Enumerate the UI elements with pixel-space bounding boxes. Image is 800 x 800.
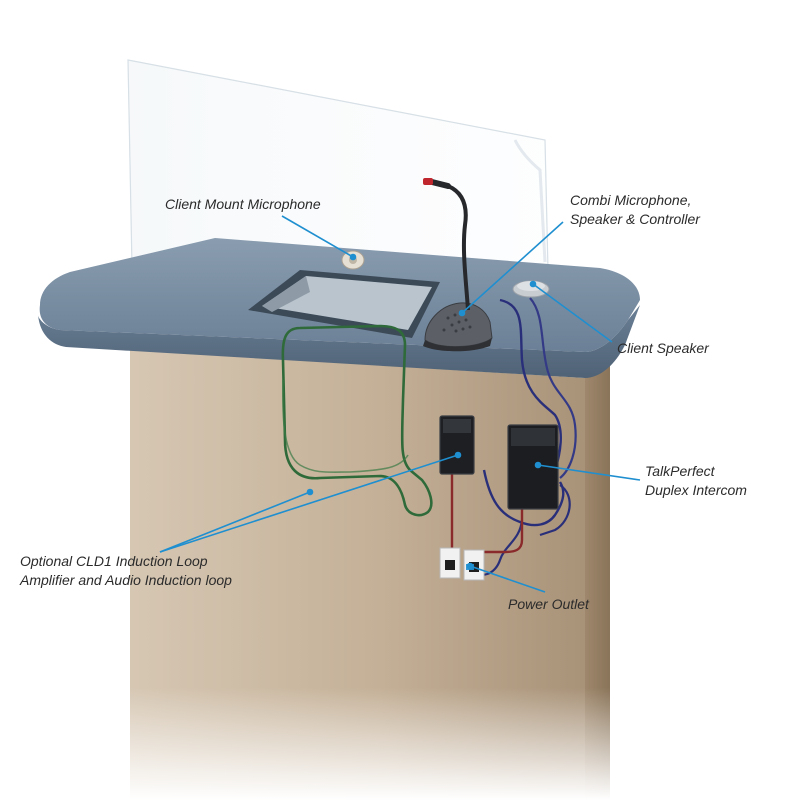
glass-screen-edge (513, 139, 547, 263)
combi-microphone-base (424, 302, 493, 348)
label-talkperfect-intercom: TalkPerfect Duplex Intercom (645, 462, 747, 500)
signal-cable-d (539, 484, 571, 537)
leader-talkperfect (537, 464, 641, 481)
leader-power-outlet (469, 565, 546, 593)
leader-induction-amp (159, 454, 459, 553)
leader-client-speaker (532, 283, 613, 343)
label-client-speaker-text: Client Speaker (617, 340, 709, 356)
label-power-outlet-text: Power Outlet (508, 596, 589, 612)
label-client-mount-microphone: Client Mount Microphone (165, 195, 321, 214)
label-induction-line1: Optional CLD1 Induction Loop (20, 553, 208, 569)
combi-microphone-tip (423, 178, 433, 185)
induction-loop-cable-2 (282, 379, 409, 473)
label-client-mount-microphone-text: Client Mount Microphone (165, 196, 321, 212)
signal-cable-c (482, 469, 565, 527)
label-combi-microphone: Combi Microphone, Speaker & Controller (570, 191, 700, 229)
label-induction-line2: Amplifier and Audio Induction loop (20, 572, 232, 588)
label-combi-line2: Speaker & Controller (570, 211, 700, 227)
glass-screen (127, 59, 549, 271)
combi-microphone-gooseneck (447, 184, 470, 311)
label-power-outlet: Power Outlet (508, 595, 589, 614)
label-talkperfect-line1: TalkPerfect (645, 463, 715, 479)
label-talkperfect-line2: Duplex Intercom (645, 482, 747, 498)
leader-induction-loop (159, 491, 311, 553)
leader-client-mount-microphone (281, 215, 354, 258)
induction-loop-cable (281, 324, 433, 517)
signal-cable-a (499, 298, 562, 471)
label-client-speaker: Client Speaker (617, 339, 709, 358)
label-combi-line1: Combi Microphone, (570, 192, 692, 208)
counter-edge (38, 305, 640, 378)
signal-cable-b (529, 297, 577, 479)
leader-combi (461, 221, 564, 314)
label-induction-loop: Optional CLD1 Induction Loop Amplifier a… (20, 552, 232, 590)
